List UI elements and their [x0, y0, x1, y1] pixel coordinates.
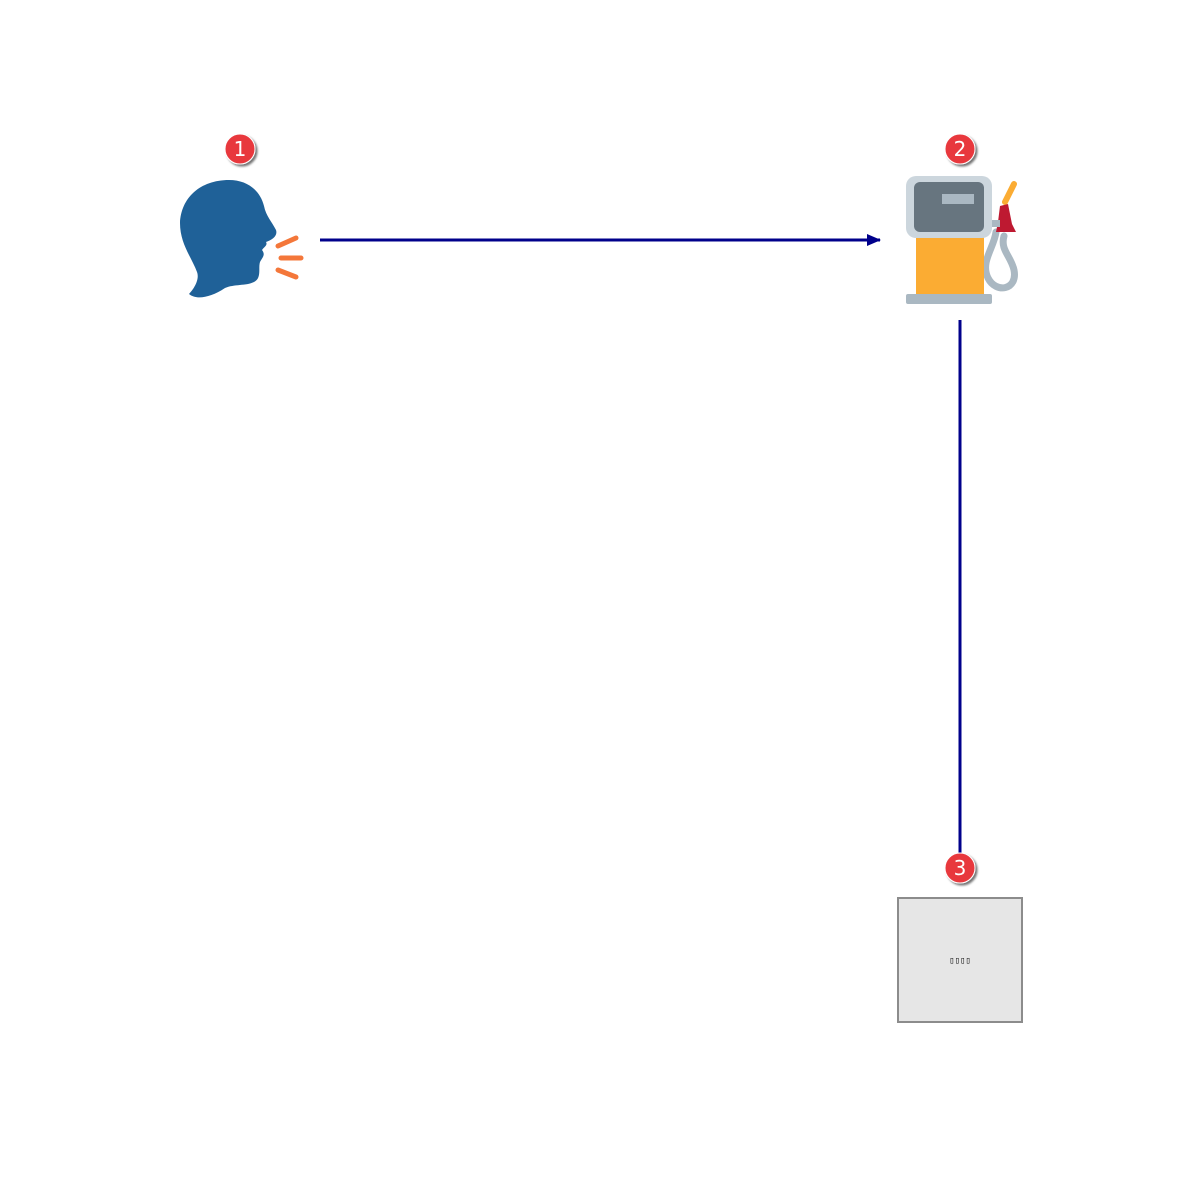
box-label: ▯▯▯▯ — [949, 956, 971, 966]
badge-2-number: 2 — [954, 137, 967, 161]
badge-3 — [944, 852, 976, 884]
fuel-pump-icon — [906, 176, 1018, 304]
speaking-head-icon — [180, 180, 304, 298]
badge-1-number: 1 — [234, 137, 247, 161]
placeholder-box: ▯▯▯▯ — [897, 897, 1023, 1023]
badge-3-number: 3 — [954, 856, 967, 880]
badge-1 — [224, 133, 256, 165]
badge-2 — [944, 133, 976, 165]
